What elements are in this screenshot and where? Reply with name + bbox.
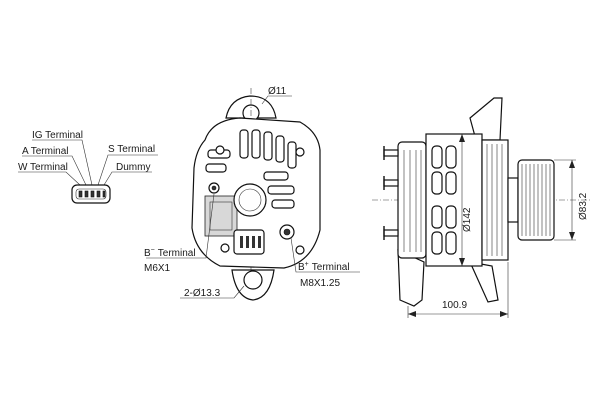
side-bottom-bracket <box>397 249 425 307</box>
regulator-block <box>204 195 238 237</box>
mount-holes-leader <box>180 285 245 299</box>
body-dia-dim: Ø142 <box>462 207 473 232</box>
dummy-label: Dummy <box>116 162 150 173</box>
side-stud-upper <box>383 149 399 157</box>
bottom-mount-hole <box>243 270 263 290</box>
b-minus-label: B−Terminal <box>144 247 196 259</box>
pulley-grooves <box>521 164 551 236</box>
side-front-housing <box>481 139 509 261</box>
side-pulley <box>517 159 555 241</box>
ig-leader <box>32 139 93 186</box>
connector-pins <box>78 190 106 198</box>
side-front-fins <box>486 144 503 256</box>
hole-dim-leader <box>261 95 292 105</box>
ig-terminal-label: IG Terminal <box>32 130 83 141</box>
mount-holes-dim: 2-Ø13.3 <box>184 288 221 299</box>
hole-dim: Ø11 <box>268 86 287 97</box>
a-terminal-label: A Terminal <box>22 146 69 157</box>
b-minus-thread: M6X1 <box>144 263 171 274</box>
w-terminal-label: W Terminal <box>18 162 68 173</box>
side-stud-lower <box>383 229 399 237</box>
b-plus-leader <box>290 237 360 273</box>
s-terminal-label: S Terminal <box>108 144 155 155</box>
b-minus-leader <box>146 193 215 259</box>
side-rear-ribs <box>403 150 422 252</box>
connector-detail: IG Terminal A Terminal W Terminal S Term… <box>18 130 158 204</box>
b-plus-label: B+Terminal <box>298 261 350 273</box>
rear-cooling-slots <box>205 129 297 209</box>
rear-bearing-boss <box>233 183 267 217</box>
w-leader <box>18 171 81 186</box>
side-stator-vents <box>431 145 457 255</box>
a-leader <box>22 155 87 186</box>
side-stud-middle <box>383 179 399 187</box>
s-leader <box>97 154 158 186</box>
side-rear-housing <box>397 141 427 259</box>
side-shaft-hub <box>507 177 519 223</box>
length-dim: 100.9 <box>442 300 467 311</box>
pulley-dia-dim: Ø83.2 <box>578 192 589 220</box>
b-plus-thread: M8X1.25 <box>300 278 340 289</box>
side-view: Ø142 Ø83.2 100.9 <box>372 97 592 318</box>
dummy-leader <box>103 171 152 186</box>
rear-view: Ø11 B−Terminal M6X1 B+Terminal M8X1.25 2… <box>144 86 360 301</box>
